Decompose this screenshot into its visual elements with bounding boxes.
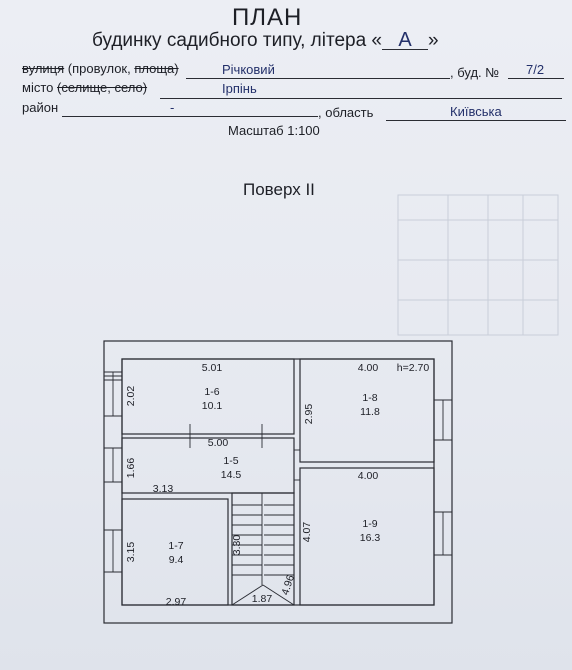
building-number-label: , буд. № (450, 65, 500, 80)
dim-5-01: 5.01 (202, 362, 223, 374)
district-underline (62, 116, 318, 117)
room-1-8-area: 11.8 (360, 406, 380, 418)
subtitle-prefix: будинку садибного типу, літера « (92, 30, 383, 51)
plan-subtitle: будинку садибного типу, літера «А» (92, 30, 439, 52)
windows (104, 371, 452, 573)
room-1-9-area: 16.3 (360, 532, 381, 544)
room-1-5-id: 1-5 (223, 455, 238, 467)
building-number-value: 7/2 (526, 62, 545, 77)
city-value: Ірпінь (222, 81, 257, 96)
dim-2-02: 2.02 (125, 386, 137, 407)
room-1-9-id: 1-9 (362, 518, 377, 530)
dim-2-97: 2.97 (166, 596, 187, 608)
region-label: , область (318, 105, 374, 120)
dim-3-30: 3.30 (231, 535, 243, 556)
room-1-6-outline (121, 358, 295, 435)
city-underline (160, 98, 562, 99)
room-1-6-area: 10.1 (202, 400, 223, 412)
stair-outline (231, 492, 295, 606)
dim-3-13: 3.13 (153, 483, 174, 495)
floor-label: Поверх ІІ (243, 180, 315, 199)
region-underline (386, 120, 566, 121)
outer-wall-inner (121, 358, 435, 606)
room-1-7-area: 9.4 (169, 554, 184, 566)
district-label: район (22, 100, 59, 115)
ceiling-height: h=2.70 (397, 362, 430, 374)
scale-label: Масштаб 1:100 (228, 123, 320, 138)
city-row: місто (селище, село) (22, 80, 147, 95)
room-1-9-outline (299, 467, 435, 606)
room-1-8-id: 1-8 (362, 392, 377, 404)
street-struck-1: (провулок, (67, 61, 131, 76)
street-value: Річковий (222, 62, 275, 77)
dim-1-87: 1.87 (252, 593, 273, 605)
dim-5-00: 5.00 (208, 437, 229, 449)
dim-4-07: 4.07 (301, 522, 313, 543)
city-label: місто (22, 80, 54, 95)
dim-4-00-mid: 4.00 (358, 470, 379, 482)
plan-title: ПЛАН (232, 4, 303, 31)
street-label: вулиця (22, 61, 65, 76)
stair-steps (231, 493, 295, 606)
room-1-7-id: 1-7 (168, 540, 183, 552)
room-1-8-outline (299, 358, 435, 463)
bleed-through-table (397, 194, 559, 336)
dim-3-15: 3.15 (125, 542, 137, 563)
subtitle-suffix: » (428, 30, 439, 51)
room-1-5-outline (121, 437, 295, 494)
street-underline (186, 78, 450, 79)
room-1-7-outline (121, 498, 229, 606)
dim-4-00-top: 4.00 (358, 362, 379, 374)
building-number-underline (508, 78, 564, 79)
district-value: - (170, 100, 175, 115)
room-1-6-id: 1-6 (204, 386, 219, 398)
litera-value: А (382, 30, 429, 50)
room-1-5-area: 14.5 (221, 469, 242, 481)
dim-2-95: 2.95 (303, 404, 315, 425)
outer-wall-outer (103, 340, 453, 624)
city-struck: (селище, село) (57, 80, 148, 95)
dim-1-66: 1.66 (125, 458, 137, 479)
street-struck-2: площа) (134, 61, 179, 76)
region-value: Київська (450, 104, 502, 119)
street-row: вулиця (провулок, площа) (22, 61, 179, 76)
